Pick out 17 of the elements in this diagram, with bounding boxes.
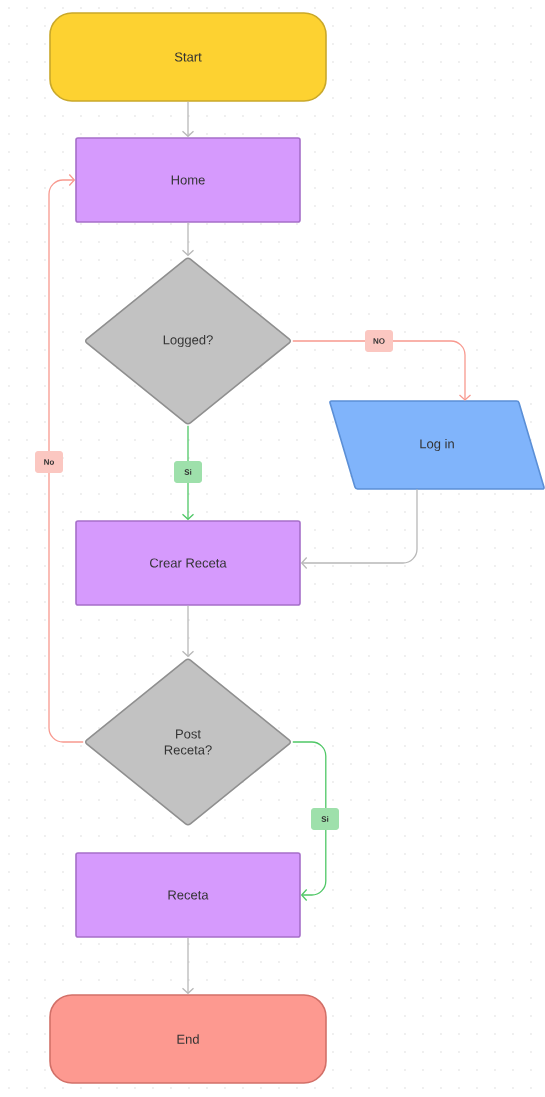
- edge-label: Si: [174, 461, 202, 483]
- input-parallelogram: Log in: [329, 400, 545, 490]
- process-box: Crear Receta: [75, 520, 301, 606]
- arrow: [292, 741, 327, 902]
- arrow: [181, 937, 195, 995]
- terminal-box: End: [49, 994, 327, 1084]
- arrow: [48, 173, 84, 743]
- arrow: [181, 222, 195, 257]
- arrow: [181, 605, 195, 658]
- edge-label: NO: [365, 330, 393, 352]
- terminal-box: Start: [49, 12, 327, 102]
- edge-label: No: [35, 451, 63, 473]
- process-box: Receta: [75, 852, 301, 938]
- arrow: [300, 488, 418, 570]
- edge-label: Si: [311, 808, 339, 830]
- arrow: [181, 101, 195, 138]
- process-box: Home: [75, 137, 301, 223]
